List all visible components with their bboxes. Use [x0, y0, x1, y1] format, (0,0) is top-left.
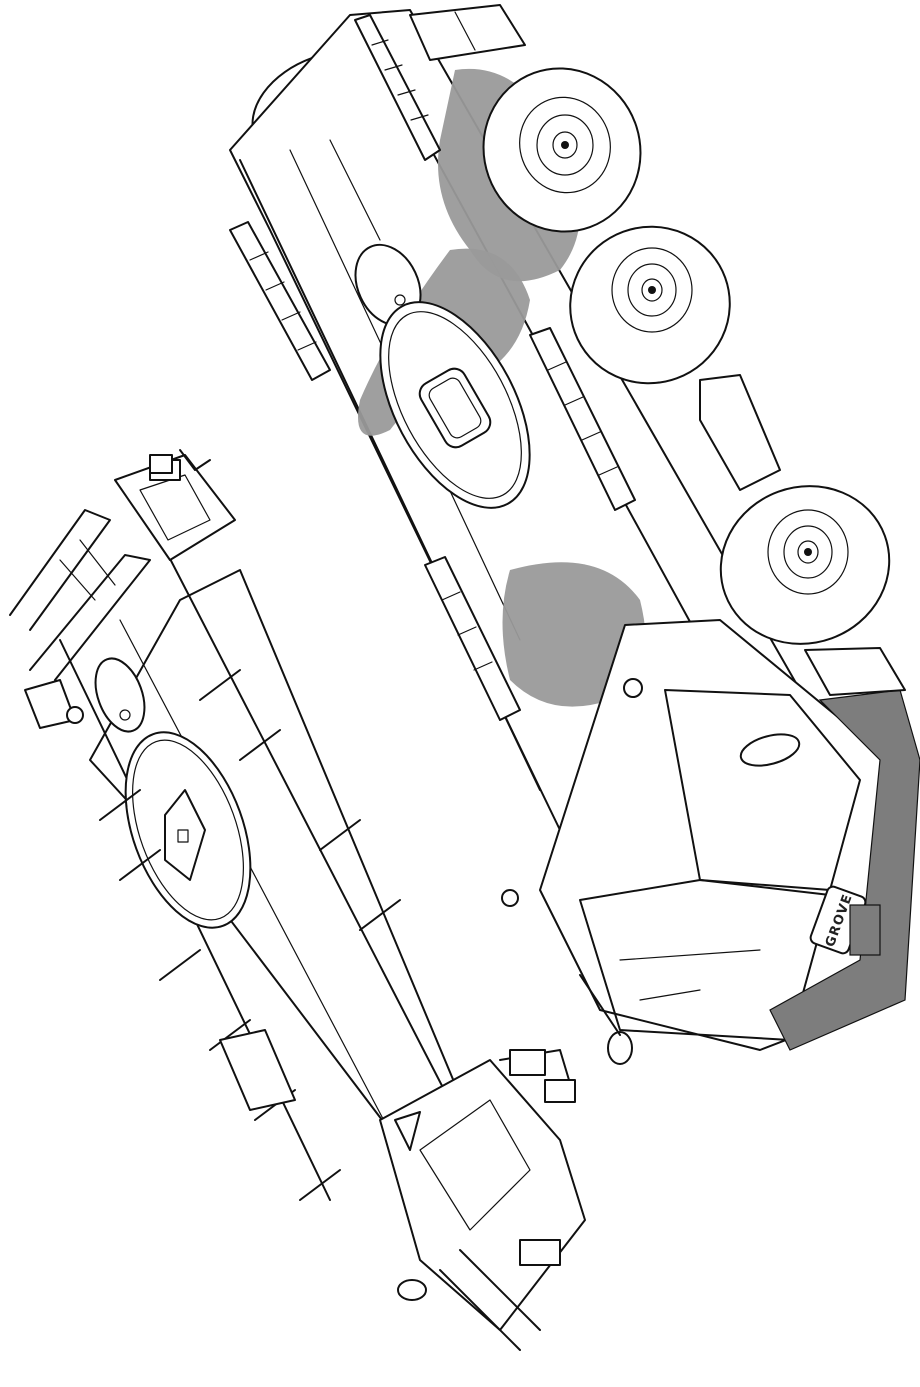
- tow-hook: [501, 889, 519, 907]
- hatch-knob: [394, 294, 406, 306]
- cab-roof-window: [664, 689, 861, 891]
- truck-carrier: GROVE: [229, 4, 920, 1065]
- wheel-front: [719, 485, 891, 645]
- frame-mid-box: [219, 1029, 296, 1111]
- frame-front-assembly: [379, 1049, 586, 1351]
- ladder-lower: [229, 221, 331, 381]
- frame-front-hook: [397, 1279, 427, 1301]
- frame-front-lug: [394, 1111, 421, 1151]
- chassis-frame: [9, 449, 586, 1351]
- mirror-arm: [579, 974, 621, 1036]
- ladder-upper: [354, 14, 441, 161]
- rear-counterweight: [409, 4, 526, 61]
- beacon-light: [739, 733, 801, 767]
- cab: GROVE: [501, 619, 920, 1065]
- frame-small-hatch: [94, 657, 146, 733]
- side-mirror: [607, 1031, 633, 1065]
- frame-turntable-ring: [124, 731, 252, 929]
- fender-box: [699, 374, 781, 491]
- frame-rail-center: [119, 619, 411, 1171]
- ladder-mid-left: [424, 556, 521, 721]
- frame-rear-box: [114, 454, 236, 561]
- light-lamp: [623, 678, 643, 698]
- cab-front-grille: [769, 689, 920, 1051]
- license-plate: [849, 904, 881, 956]
- wheel-middle: [569, 225, 731, 385]
- frame-rail-upper: [149, 519, 471, 1141]
- deck-seam-2: [329, 139, 381, 241]
- turntable-ring: [379, 301, 531, 509]
- cab-windshield: [579, 879, 831, 1041]
- turntable-center-plate: [418, 367, 492, 449]
- front-outrigger-box: [804, 647, 906, 696]
- ladder-mid-right: [529, 327, 636, 511]
- wheel-rear: [482, 67, 642, 233]
- frame-rear-mounts: [66, 449, 211, 724]
- frame-hatch-knob: [119, 709, 131, 721]
- frame-turntable-diamond: [164, 789, 206, 881]
